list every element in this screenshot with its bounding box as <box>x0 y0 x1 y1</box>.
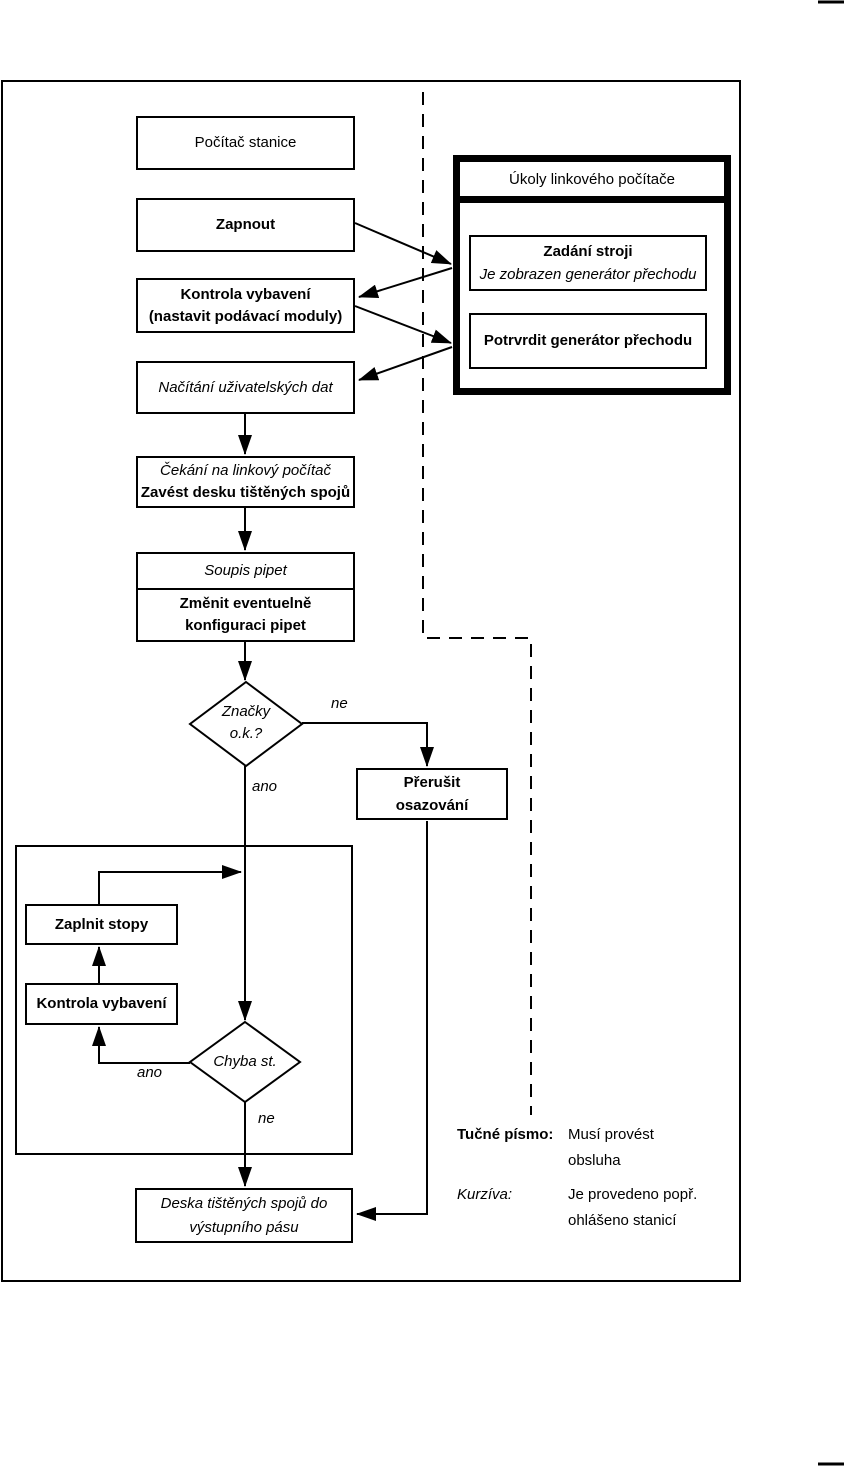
node-label: Načítání uživatelských dat <box>158 378 333 396</box>
node-label: Zaplnit stopy <box>54 915 149 933</box>
decision-label-line1: Značky <box>221 703 271 720</box>
node-potvrdit-generator: Potrvrdit generátor přechodu <box>469 313 707 369</box>
node-kontrola-vybaveni-2: Kontrola vybavení <box>25 983 178 1025</box>
node-cekani-zavest: Čekání na linkový počítač Zavést desku t… <box>136 456 355 508</box>
legend-italic-term: Kurzíva: <box>457 1186 513 1203</box>
legend-text-line: Je provedeno popř. <box>568 1186 698 1203</box>
node-label: Počítač stanice <box>194 134 297 151</box>
node-label-line2: (nastavit podávací moduly) <box>148 307 343 325</box>
node-nacitani-dat: Načítání uživatelských dat <box>136 361 355 414</box>
decision-label: Chyba st. <box>213 1053 277 1070</box>
node-soupis-zmenit: Soupis pipet Změnit eventuelně konfigura… <box>136 552 355 642</box>
node-label-line1: Čekání na linkový počítač <box>160 462 331 479</box>
node-label-line2: Je zobrazen generátor přechodu <box>479 266 697 283</box>
legend-italic-description: Je provedeno popř. ohlášeno stanicí <box>568 1182 697 1234</box>
node-label: Zapnout <box>215 216 276 233</box>
error-loop-container <box>15 845 353 1155</box>
legend-text-line: ohlášeno stanicí <box>568 1212 677 1229</box>
compartment-zmenit: Změnit eventuelně konfiguraci pipet <box>138 590 353 640</box>
edge-label-ne: ne <box>258 1110 275 1127</box>
node-label: Soupis pipet <box>204 562 287 579</box>
panel-title: Úkoly linkového počítače <box>509 170 675 188</box>
compartment-soupis: Soupis pipet <box>138 554 353 590</box>
node-label-line1: Deska tištěných spojů do <box>160 1194 328 1212</box>
node-label: Kontrola vybavení <box>36 995 167 1012</box>
node-label-line2: osazování <box>395 797 469 814</box>
diagram-border <box>1 80 741 1282</box>
panel-header: Úkoly linkového počítače <box>460 162 724 203</box>
legend-bold-term: Tučné písmo: <box>457 1126 554 1143</box>
node-zapnout: Zapnout <box>136 198 355 252</box>
decision-label-line2: o.k.? <box>229 725 263 742</box>
legend-text-line: obsluha <box>568 1152 621 1169</box>
legend-bold-description: Musí provést obsluha <box>568 1122 654 1174</box>
decision-znacky-label: Značky o.k.? <box>190 701 302 745</box>
node-label-line1: Kontrola vybavení <box>180 285 311 303</box>
node-prerusit-osazovani: Přerušit osazování <box>356 768 508 820</box>
node-kontrola-vybaveni: Kontrola vybavení (nastavit podávací mod… <box>136 278 355 333</box>
node-label-line2: konfiguraci pipet <box>185 617 306 634</box>
node-zadani-stroji: Zadání stroji Je zobrazen generátor přec… <box>469 235 707 291</box>
node-zaplnit-stopy: Zaplnit stopy <box>25 904 178 945</box>
node-deska-vystup: Deska tištěných spojů do výstupního pásu <box>135 1188 353 1243</box>
node-label: Potrvrdit generátor přechodu <box>483 332 693 349</box>
node-label-line2: Zavést desku tištěných spojů <box>140 484 351 501</box>
decision-chyba-label: Chyba st. <box>190 1051 300 1073</box>
edge-label-ano: ano <box>137 1064 163 1081</box>
node-label-line1: Zadání stroji <box>543 243 633 260</box>
node-label-line1: Změnit eventuelně <box>179 595 312 612</box>
node-label-line1: Přerušit <box>403 774 461 791</box>
edge-label-ne: ne <box>331 695 348 712</box>
legend-text-line: Musí provést <box>568 1126 654 1143</box>
node-pocitac-stanice: Počítač stanice <box>136 116 355 170</box>
edge-label-ano: ano <box>252 778 278 795</box>
node-label-line2: výstupního pásu <box>189 1218 299 1236</box>
